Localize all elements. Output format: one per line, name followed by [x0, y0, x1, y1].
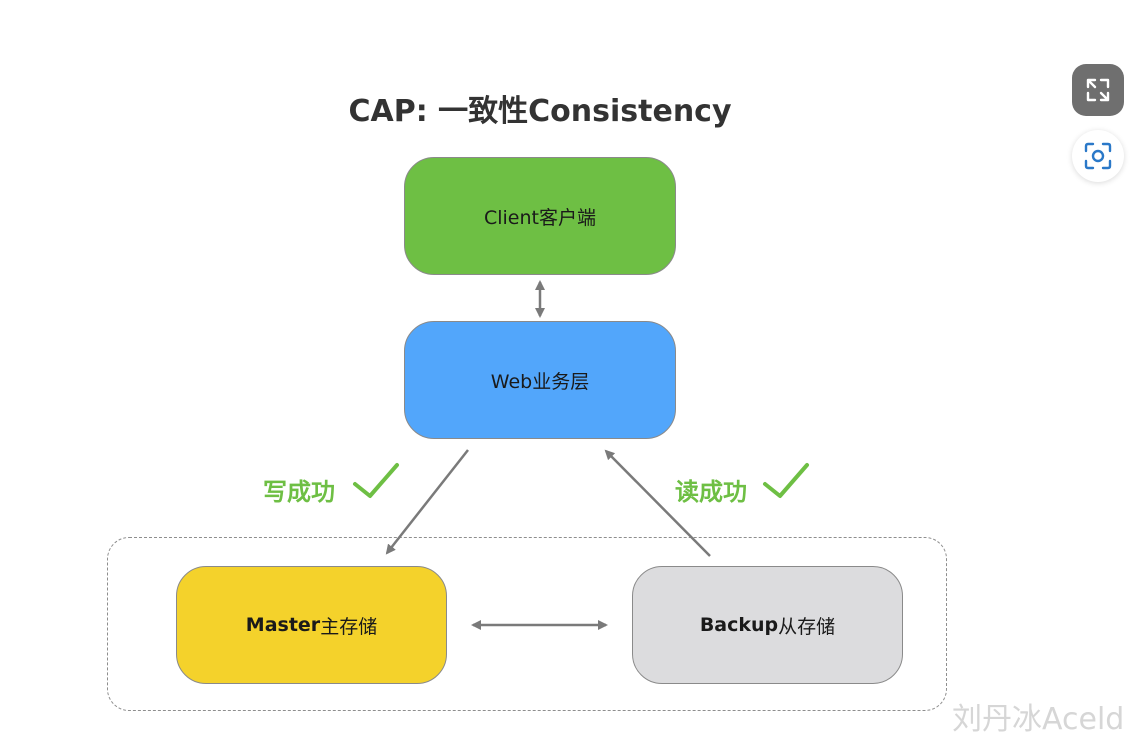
master-node-label-rest: 主存储	[320, 615, 378, 638]
expand-icon	[1086, 78, 1110, 102]
write-arrow	[385, 449, 469, 555]
scan-button[interactable]	[1072, 130, 1124, 182]
diagram-title: CAP: 一致性Consistency	[348, 94, 732, 129]
client-node-label: Client客户端	[483, 206, 596, 229]
expand-button[interactable]	[1072, 64, 1124, 116]
storage-group-boundary	[107, 537, 947, 711]
read-arrow	[604, 449, 711, 557]
web-layer-node-label: Web业务层	[490, 370, 590, 393]
backup-node-label-rest: 从存储	[778, 615, 836, 638]
watermark: 刘丹冰Aceld	[952, 702, 1125, 737]
write-success-label: 写成功	[263, 478, 335, 506]
scan-icon	[1084, 142, 1112, 170]
client-node: Client客户端	[404, 157, 676, 275]
write-check-icon	[353, 463, 399, 498]
read-success-label: 读成功	[675, 478, 747, 506]
web-layer-node: Web业务层	[404, 321, 676, 439]
backup-node-label-bold: Backup	[699, 614, 779, 636]
master-node-label-bold: Master	[245, 614, 321, 636]
read-check-icon	[763, 463, 809, 498]
